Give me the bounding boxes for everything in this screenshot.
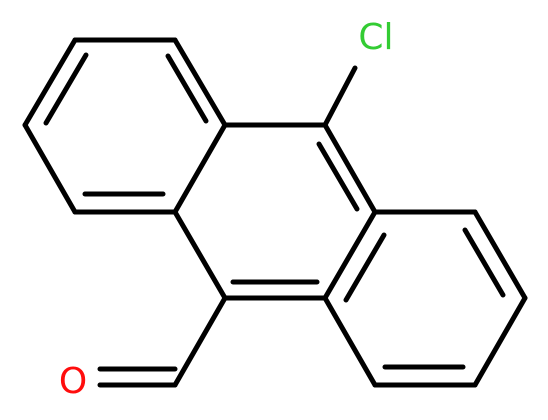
bond-right-ring-double-1: [462, 227, 506, 298]
bond-right-ring-2: [472, 209, 528, 301]
chlorine-atom-label: Cl: [358, 17, 393, 58]
atom-labels: Cl O: [59, 17, 394, 402]
bond-left-ring-double-2: [165, 53, 209, 124]
bond-lines: [22, 37, 528, 388]
bond-right-ring-5: [322, 295, 378, 388]
bond-left-ring-1: [22, 37, 78, 128]
bond-left-ring-6: [22, 122, 78, 215]
bond-right-ring-double-3: [343, 232, 387, 303]
bond-left-ring-double-1: [43, 52, 89, 126]
bond-center-3: [322, 209, 378, 301]
bond-right-ring-3: [472, 295, 528, 388]
bond-left-ring-3: [172, 37, 228, 128]
oxygen-atom-label: O: [59, 361, 87, 402]
bond-left-ring-4: [172, 122, 228, 215]
bond-center-5: [172, 209, 228, 301]
bond-center-double-1: [316, 141, 360, 212]
bond-aldehyde-1: [172, 295, 228, 388]
bond-chlorine: [322, 65, 358, 128]
bond-center-2: [322, 122, 378, 215]
